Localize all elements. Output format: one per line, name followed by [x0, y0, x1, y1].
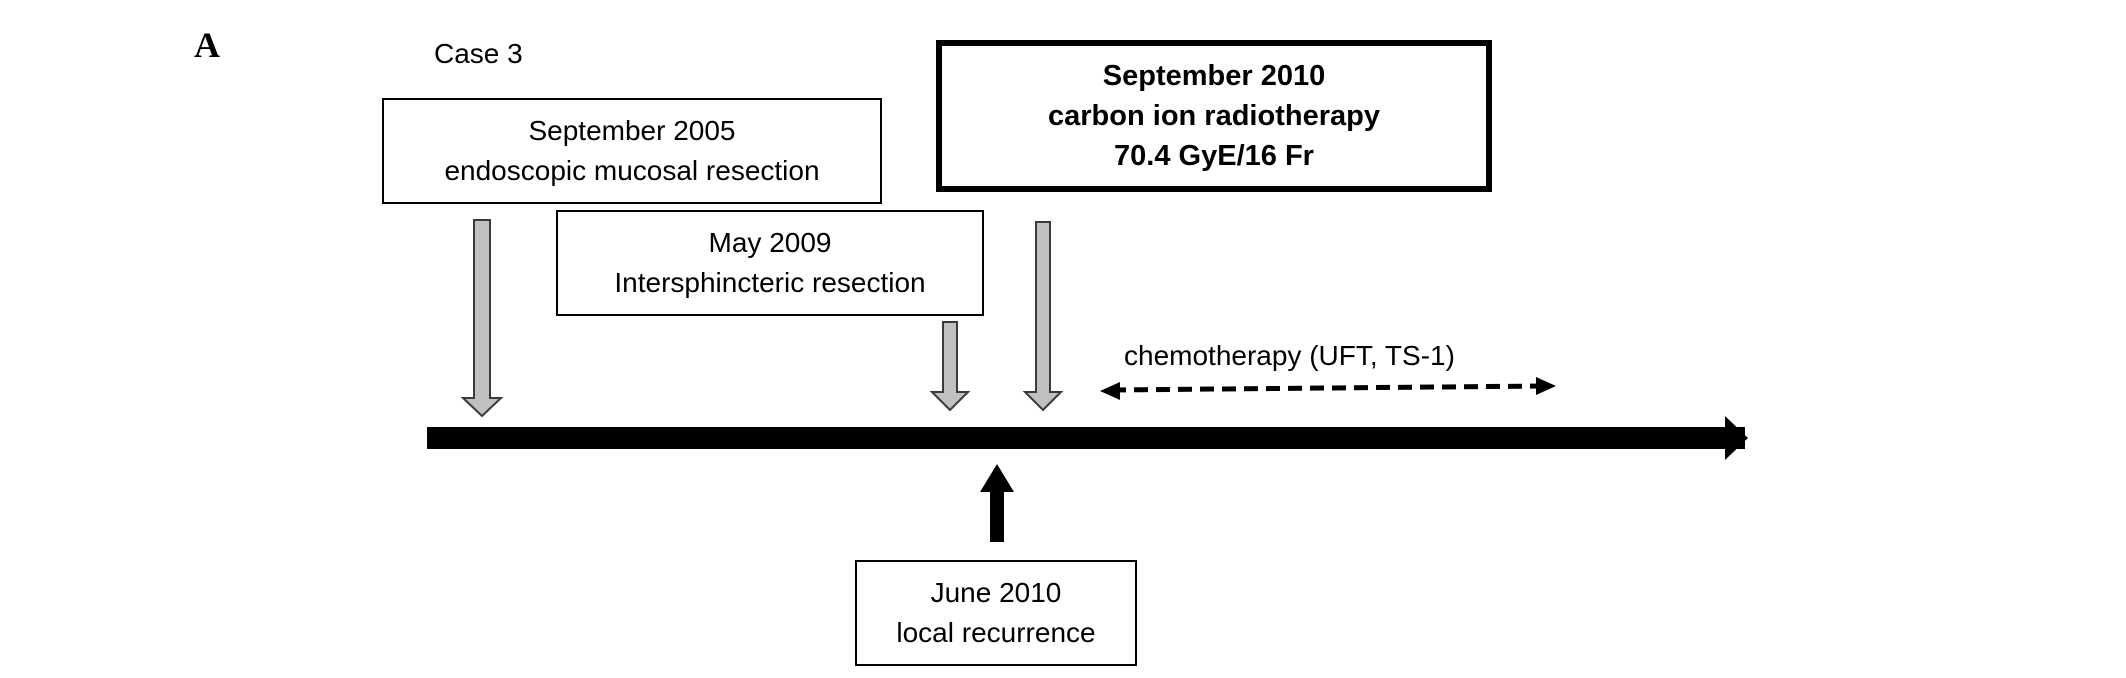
event-dose: 70.4 GyE/16 Fr [1114, 140, 1314, 172]
event-date: May 2009 [708, 227, 832, 258]
panel-letter: A [194, 25, 220, 65]
event-label: local recurrence [896, 617, 1096, 648]
arrow-radiotherapy [1022, 221, 1064, 412]
event-date: September 2005 [528, 115, 736, 146]
arrow-2009 [929, 321, 971, 412]
event-label: endoscopic mucosal resection [444, 155, 820, 186]
arrow-recurrence [980, 464, 1014, 542]
event-date: September 2010 [1102, 60, 1326, 92]
event-date: June 2010 [930, 577, 1062, 608]
event-label: carbon ion radiotherapy [1048, 100, 1380, 132]
arrow-2005 [460, 219, 504, 418]
event-box-recurrence-2010: June 2010 local recurrence [855, 560, 1137, 666]
event-box-radiotherapy-2010: September 2010 carbon ion radiotherapy 7… [936, 40, 1492, 192]
event-box-resection-2009: May 2009 Intersphincteric resection [556, 210, 984, 316]
chemotherapy-label: chemotherapy (UFT, TS-1) [1124, 340, 1455, 371]
chemotherapy-span [1100, 377, 1556, 400]
event-label: Intersphincteric resection [614, 267, 926, 298]
event-box-resection-2005: September 2005 endoscopic mucosal resect… [382, 98, 882, 204]
timeline-arrow [427, 416, 1748, 460]
case-label: Case 3 [434, 38, 523, 69]
